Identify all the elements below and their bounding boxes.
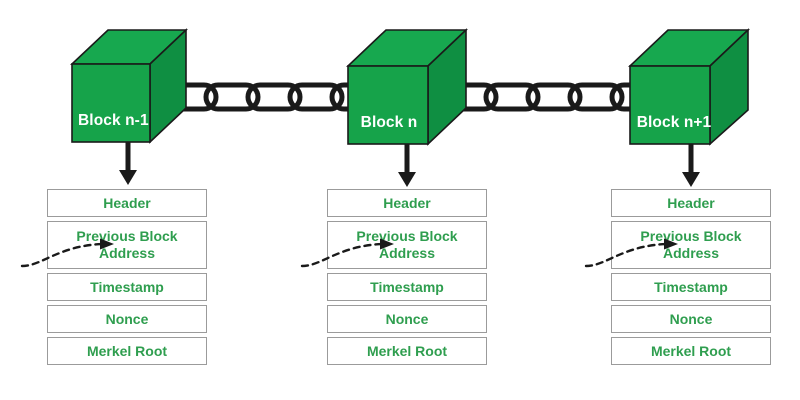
- block-cube-n-minus-1: Block n-1: [66, 24, 190, 146]
- field-header: Header: [47, 189, 207, 217]
- chain-connector-2: [458, 76, 648, 118]
- field-previous-block-address: Previous Block Address: [327, 221, 487, 269]
- block-cube-n-plus-1: Block n+1: [622, 24, 754, 148]
- chain-connector-1: [178, 76, 368, 118]
- field-merkel-root: Merkel Root: [611, 337, 771, 365]
- field-header: Header: [327, 189, 487, 217]
- field-header: Header: [611, 189, 771, 217]
- field-nonce: Nonce: [611, 305, 771, 333]
- block-fields-n-plus-1: Header Previous Block Address Timestamp …: [611, 189, 771, 365]
- field-merkel-root: Merkel Root: [47, 337, 207, 365]
- block-fields-n: Header Previous Block Address Timestamp …: [327, 189, 487, 365]
- field-timestamp: Timestamp: [47, 273, 207, 301]
- field-previous-block-address: Previous Block Address: [47, 221, 207, 269]
- down-arrow-block-n: [396, 144, 418, 188]
- down-arrow-block-n-plus-1: [680, 144, 702, 188]
- field-nonce: Nonce: [327, 305, 487, 333]
- field-nonce: Nonce: [47, 305, 207, 333]
- field-timestamp: Timestamp: [611, 273, 771, 301]
- down-arrow-block-n-minus-1: [117, 142, 139, 186]
- block-fields-n-minus-1: Header Previous Block Address Timestamp …: [47, 189, 207, 365]
- field-previous-block-address: Previous Block Address: [611, 221, 771, 269]
- block-cube-n: Block n: [342, 24, 472, 148]
- field-merkel-root: Merkel Root: [327, 337, 487, 365]
- field-timestamp: Timestamp: [327, 273, 487, 301]
